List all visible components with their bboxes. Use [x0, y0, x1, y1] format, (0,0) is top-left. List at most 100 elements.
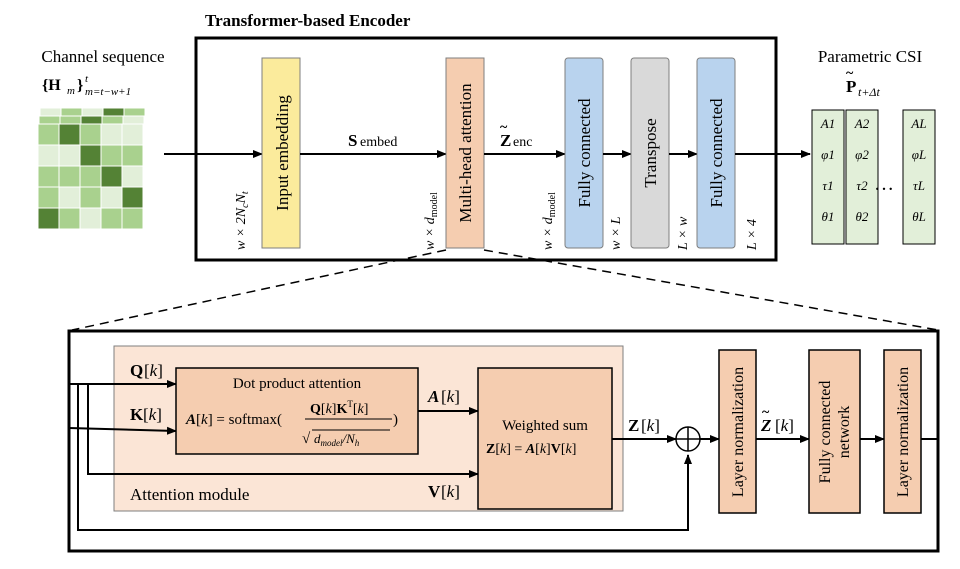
dim-3: w × dmodel — [541, 192, 558, 250]
svg-text:~: ~ — [846, 66, 854, 81]
zoom-line-right — [483, 249, 939, 331]
arrow-v — [87, 384, 479, 478]
layer-normalization-1-label: Layer normalization — [730, 367, 747, 497]
svg-text:): ) — [393, 412, 398, 428]
svg-text:t: t — [85, 73, 89, 85]
svg-text:Z: Z — [628, 416, 639, 435]
svg-text:S: S — [348, 131, 357, 150]
fc-network-label-line1: Fully connected — [817, 381, 834, 484]
csi-parameter: τ2 — [856, 178, 868, 193]
svg-text:Q[k]KT[k]: Q[k]KT[k] — [310, 399, 368, 417]
csi-parameter: τL — [913, 178, 925, 193]
layer-normalization-2-label: Layer normalization — [895, 367, 912, 497]
csi-parameter: θ1 — [822, 209, 835, 224]
svg-text:V: V — [428, 482, 441, 501]
svg-text:A[k] = softmax(: A[k] = softmax( — [185, 412, 282, 428]
grid-cell — [121, 207, 144, 230]
grid-cell — [37, 144, 60, 167]
svg-text:m=t−w+1: m=t−w+1 — [85, 86, 131, 98]
multi-head-attention-label: Multi-head attention — [456, 83, 475, 223]
grid-cell — [100, 144, 123, 167]
output-formula: P ~ t+Δt — [846, 66, 880, 99]
s-embed-label: S embed — [348, 131, 397, 150]
grid-cell — [37, 207, 60, 230]
z-tilde-label: Z ~ [k] — [760, 405, 794, 435]
svg-text:{H: {H — [42, 77, 61, 94]
svg-text:embed: embed — [360, 135, 397, 150]
csi-parameter: φL — [912, 147, 926, 162]
svg-text:~: ~ — [500, 120, 508, 135]
detail-frame — [67, 329, 940, 553]
csi-column — [811, 109, 845, 245]
csi-parameter: A1 — [820, 116, 835, 131]
dot-product-title: Dot product attention — [233, 376, 362, 392]
dot-product-attention-block — [175, 367, 419, 455]
csi-parameter: A2 — [854, 116, 870, 131]
svg-text:Q: Q — [130, 361, 143, 380]
dim-4: w × L — [609, 216, 624, 250]
svg-text:Z[k] = A[k]V[k]: Z[k] = A[k]V[k] — [486, 442, 576, 457]
a-label: A [k] — [427, 387, 460, 406]
grid-cell — [58, 207, 81, 230]
grid-cell — [37, 186, 60, 209]
grid-cell — [79, 186, 102, 209]
encoder-frame — [194, 36, 778, 262]
dot-product-formula: A[k] = softmax( Q[k]KT[k] √ dmodel/Nh ) — [185, 399, 398, 448]
grid-cell — [79, 123, 102, 146]
layer-normalization-2-block — [883, 349, 922, 514]
svg-text:[k]: [k] — [144, 361, 163, 380]
dim-2: w × dmodel — [423, 192, 440, 250]
grid-cell — [58, 186, 81, 209]
weighted-sum-block — [477, 367, 613, 510]
input-title: Channel sequence — [41, 47, 164, 66]
dim-6: L × 4 — [745, 219, 760, 251]
v-label: V [k] — [428, 482, 460, 501]
adder-icon — [675, 426, 701, 452]
fully-connected-2-label: Fully connected — [707, 98, 726, 208]
svg-text:m: m — [67, 85, 75, 97]
layer-normalization-1-block — [718, 349, 757, 514]
grid-cell — [121, 123, 144, 146]
grid-cell — [121, 144, 144, 167]
grid-cell — [121, 165, 144, 188]
svg-text:t+Δt: t+Δt — [858, 85, 880, 99]
output-title: Parametric CSI — [818, 47, 923, 66]
svg-text:Z: Z — [500, 131, 511, 150]
svg-text:w × 2NcNt: w × 2NcNt — [234, 191, 251, 250]
parametric-csi-table: A1φ1τ1θ1A2φ2τ2θ2ALφLτLθL… — [811, 109, 936, 245]
transpose-label: Transpose — [641, 118, 660, 187]
q-label: Q [k] — [130, 361, 163, 380]
input-embedding-label: Input embedding — [273, 95, 292, 211]
csi-parameter: θL — [912, 209, 926, 224]
csi-parameter: θ2 — [856, 209, 869, 224]
svg-text:[k]: [k] — [143, 405, 162, 424]
z-label: Z [k] — [628, 416, 660, 435]
dim-1: w × 2NcNt — [234, 191, 251, 250]
channel-sequence-grid — [37, 107, 146, 230]
weighted-sum-formula: Z[k] = A[k]V[k] — [486, 442, 576, 457]
attention-module-label: Attention module — [130, 485, 249, 504]
svg-text:P: P — [846, 77, 856, 96]
csi-column — [902, 109, 936, 245]
weighted-sum-title: Weighted sum — [502, 418, 588, 434]
input-formula: {H m } t m=t−w+1 — [42, 73, 131, 98]
fc-network-block — [808, 349, 861, 514]
grid-cell — [37, 165, 60, 188]
arrow-residual — [77, 384, 692, 531]
svg-text:w × dmodel: w × dmodel — [541, 192, 558, 250]
grid-cell — [58, 165, 81, 188]
csi-column — [845, 109, 879, 245]
grid-cell — [79, 207, 102, 230]
grid-cell — [100, 123, 123, 146]
multi-head-attention-block — [445, 57, 485, 249]
svg-text:[k]: [k] — [641, 416, 660, 435]
csi-ellipsis: … — [874, 173, 894, 195]
grid-cell — [58, 123, 81, 146]
z-enc-label: Z ~ enc — [500, 120, 532, 150]
dim-5: L × w — [676, 216, 691, 251]
fc-network-label-line2: network — [836, 406, 853, 458]
svg-text:w × dmodel: w × dmodel — [423, 192, 440, 250]
grid-cell — [58, 144, 81, 167]
grid-cell — [79, 165, 102, 188]
